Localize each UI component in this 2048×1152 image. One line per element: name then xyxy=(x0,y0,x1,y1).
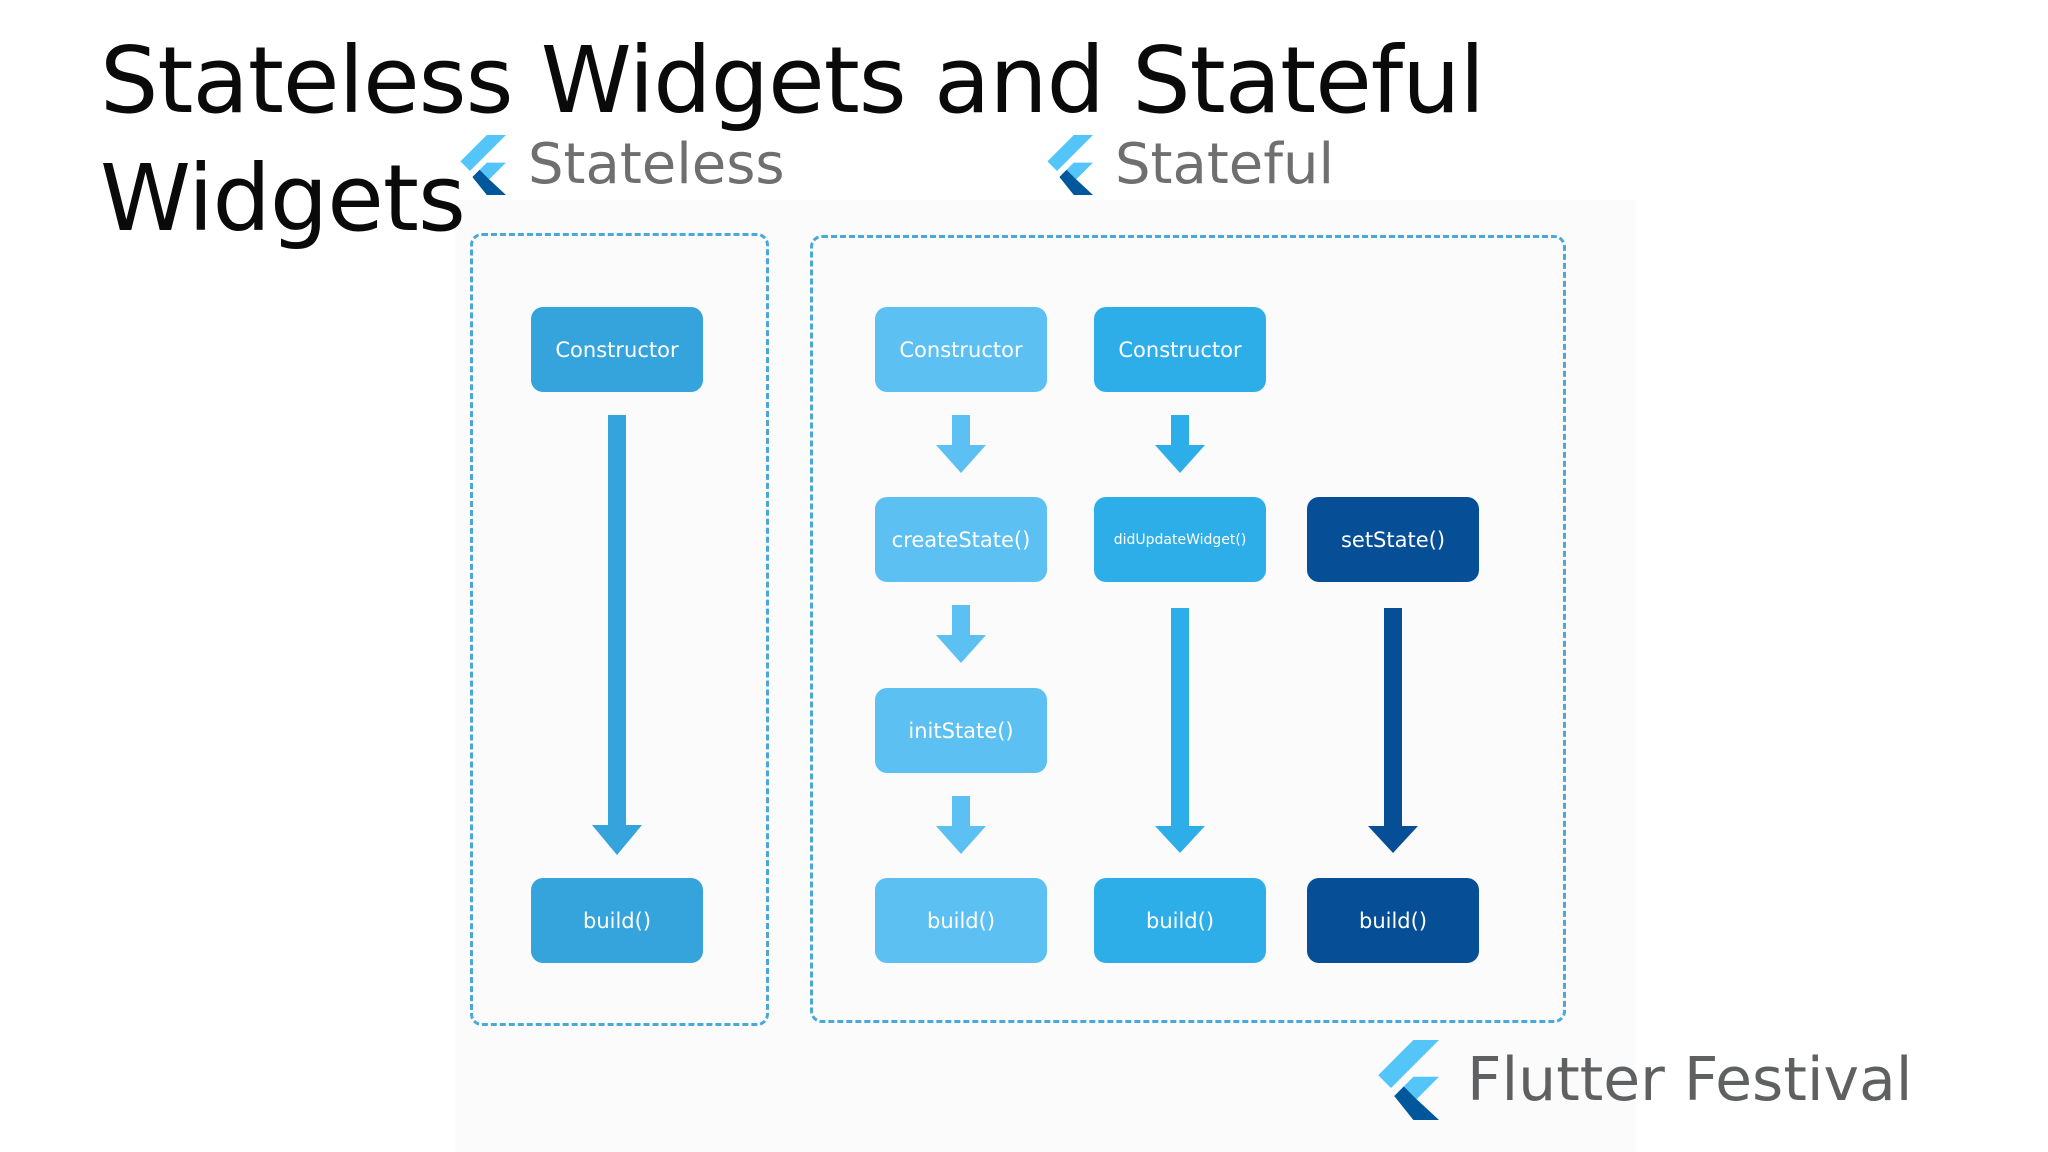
node-label: Constructor xyxy=(899,337,1023,362)
stateful-heading-label: Stateful xyxy=(1115,132,1334,197)
node-label: setState() xyxy=(1340,527,1446,552)
stateless-flow-arrow xyxy=(592,415,642,855)
stateful-build-node-2: build() xyxy=(1094,878,1266,963)
did-update-widget-node: didUpdateWidget() xyxy=(1094,497,1266,582)
node-label: build() xyxy=(1358,908,1428,933)
node-label: initState() xyxy=(908,718,1014,743)
stateless-container xyxy=(470,233,769,1026)
slide-title: Stateless Widgets and Stateful Widgets xyxy=(100,27,1485,252)
node-label: build() xyxy=(926,908,996,933)
stateful-heading: Stateful xyxy=(1045,132,1334,197)
stateful-build-node-1: build() xyxy=(875,878,1047,963)
down-arrow-icon xyxy=(936,605,986,663)
stateful-constructor-node-2: Constructor xyxy=(1094,307,1266,392)
stateful-flow-arrow xyxy=(1155,608,1205,853)
stateless-heading-label: Stateless xyxy=(528,132,785,197)
flutter-logo-icon xyxy=(1378,1040,1439,1120)
stateless-build-node: build() xyxy=(531,878,703,963)
node-label: didUpdateWidget() xyxy=(1113,531,1247,548)
set-state-node: setState() xyxy=(1307,497,1479,582)
node-label: build() xyxy=(582,908,652,933)
down-arrow-icon xyxy=(1155,415,1205,473)
flutter-logo-icon xyxy=(460,134,506,195)
down-arrow-icon xyxy=(936,796,986,854)
node-label: Constructor xyxy=(1118,337,1242,362)
stateful-build-node-3: build() xyxy=(1307,878,1479,963)
node-label: Constructor xyxy=(555,337,679,362)
node-label: createState() xyxy=(891,527,1031,552)
stateless-heading: Stateless xyxy=(458,132,785,197)
stateless-constructor-node: Constructor xyxy=(531,307,703,392)
stateful-container xyxy=(810,235,1566,1023)
brand-label: Flutter Festival xyxy=(1467,1045,1913,1115)
create-state-node: createState() xyxy=(875,497,1047,582)
node-label: build() xyxy=(1145,908,1215,933)
stateful-constructor-node: Constructor xyxy=(875,307,1047,392)
flutter-logo-icon xyxy=(1047,134,1093,195)
set-state-flow-arrow xyxy=(1368,608,1418,853)
init-state-node: initState() xyxy=(875,688,1047,773)
down-arrow-icon xyxy=(936,415,986,473)
flutter-festival-brand: Flutter Festival xyxy=(1375,1040,1912,1120)
